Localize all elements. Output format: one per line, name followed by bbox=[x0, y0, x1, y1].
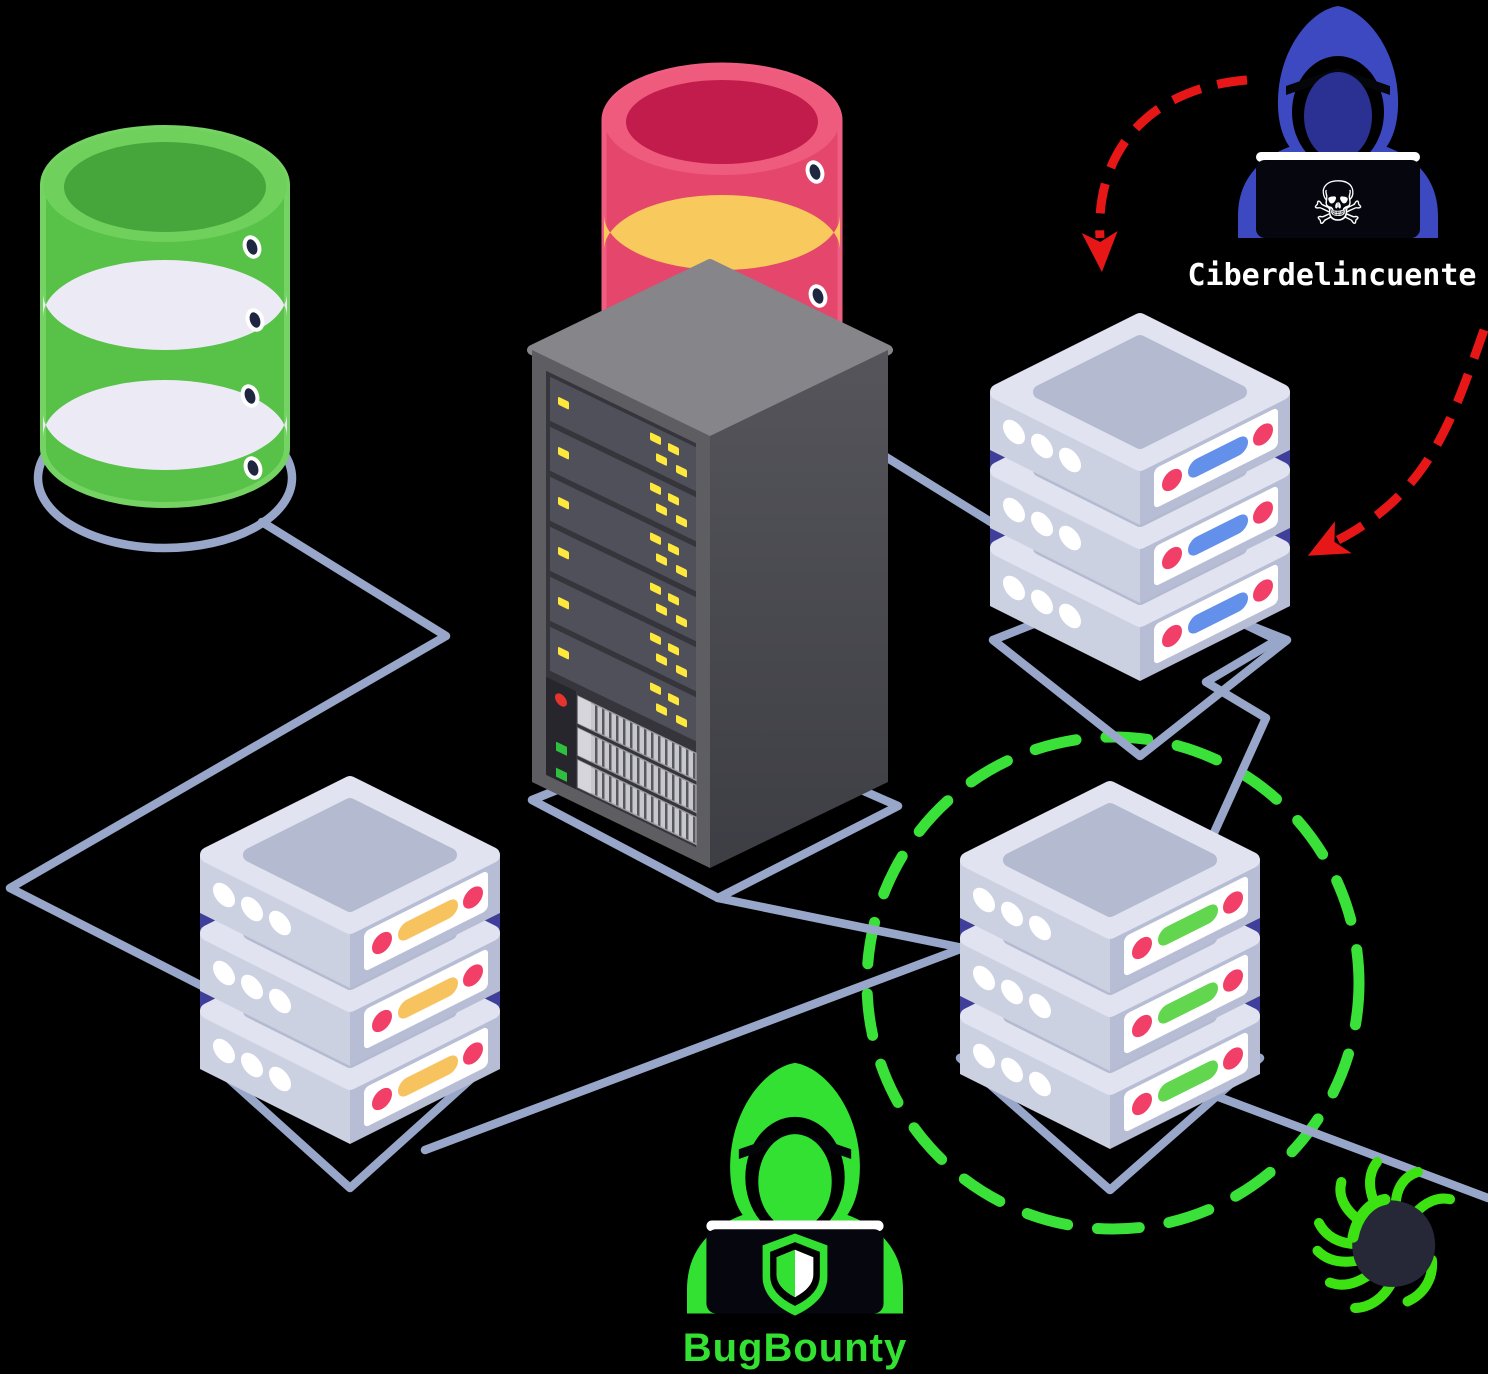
shield-icon bbox=[762, 1233, 828, 1316]
server-stack-green-icon bbox=[960, 789, 1260, 1149]
defender-label: BugBounty bbox=[683, 1326, 908, 1370]
bug-bounty-hunter-icon bbox=[687, 1062, 903, 1316]
attack-arrow-icon bbox=[1081, 75, 1488, 556]
bug-icon bbox=[1312, 1157, 1456, 1313]
server-rack-icon bbox=[527, 259, 893, 868]
server-stack-blue-icon bbox=[990, 321, 1290, 681]
database-green-icon bbox=[40, 125, 290, 508]
skull-crossbones-icon: ☠ bbox=[1311, 169, 1365, 239]
hacker-icon: ☠ bbox=[1238, 6, 1438, 239]
server-stack-orange-icon bbox=[200, 784, 500, 1144]
attacker-label: Ciberdelincuente bbox=[1188, 258, 1477, 293]
